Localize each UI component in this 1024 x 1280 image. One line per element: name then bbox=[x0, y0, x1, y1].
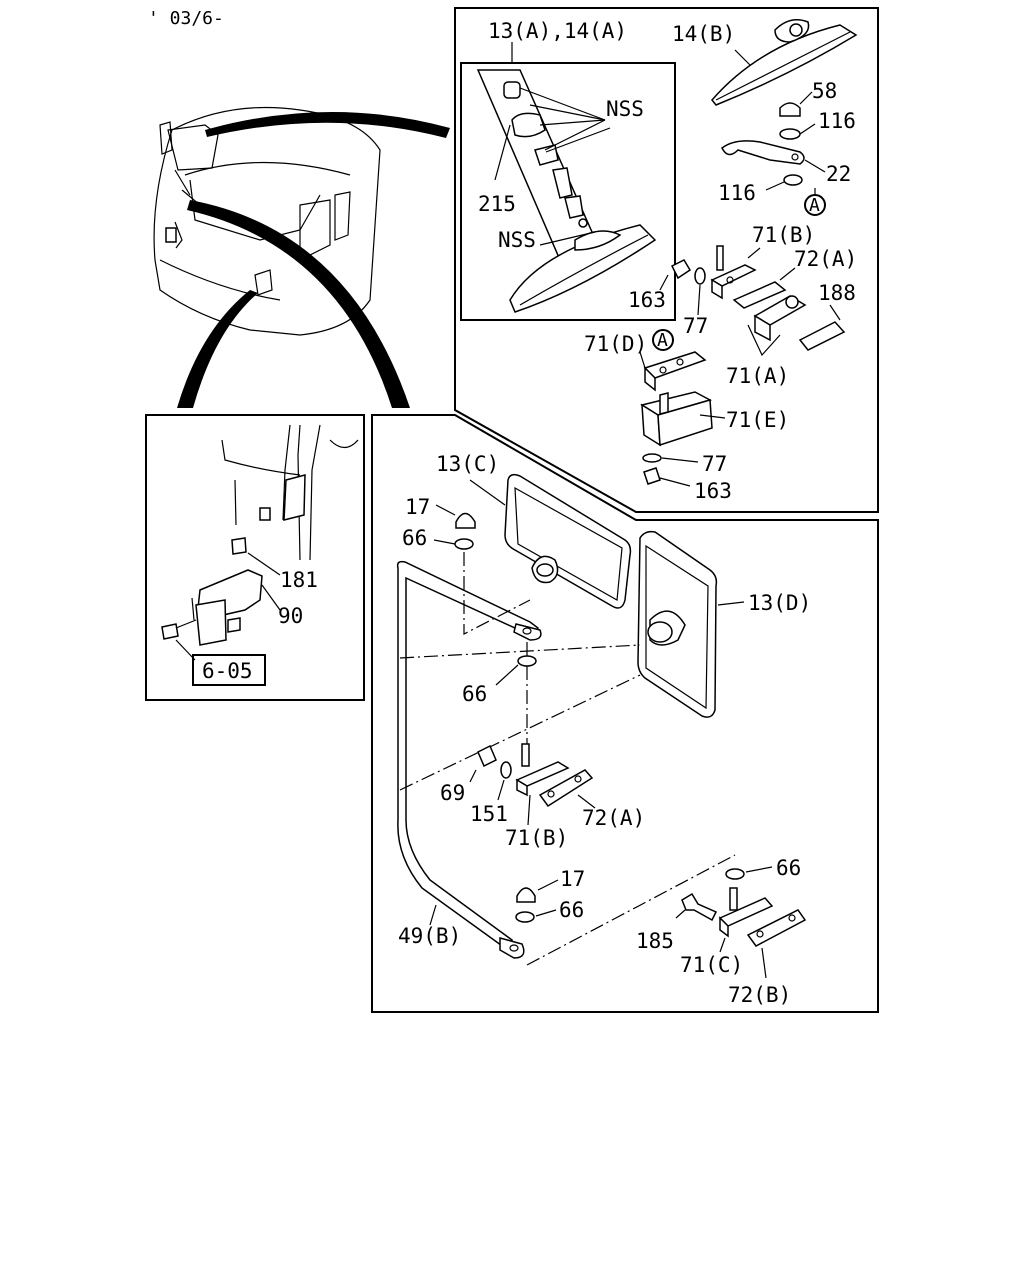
circle-marker-a-2 bbox=[652, 329, 674, 351]
circle-a-2-label: A bbox=[657, 330, 668, 351]
nut-163b bbox=[643, 467, 661, 485]
mirror-head-nss bbox=[476, 69, 657, 313]
callout-14b: 14(B) bbox=[672, 22, 735, 46]
callout-71c: 71(C) bbox=[680, 953, 743, 977]
callout-72b: 72(B) bbox=[728, 983, 791, 1007]
centerline-d bbox=[399, 674, 641, 791]
callout-181: 181 bbox=[280, 568, 318, 592]
callout-71e: 71(E) bbox=[726, 408, 789, 432]
callout-116-top: 116 bbox=[818, 109, 856, 133]
mirror-13d bbox=[637, 530, 718, 718]
callout-71b-lower: 71(B) bbox=[505, 826, 568, 850]
pointer-arc-to-upper bbox=[205, 111, 450, 138]
callout-13a-14a: 13(A),14(A) bbox=[488, 19, 627, 43]
washer-66a bbox=[454, 538, 474, 550]
stay-tube-49b bbox=[396, 560, 539, 950]
callout-66-c: 66 bbox=[559, 898, 584, 922]
callout-22: 22 bbox=[826, 162, 851, 186]
centerline-b bbox=[399, 644, 641, 659]
callout-49b: 49(B) bbox=[398, 924, 461, 948]
centerline-a bbox=[463, 552, 531, 635]
bolt-185 bbox=[681, 892, 718, 922]
callout-17-bottom: 17 bbox=[560, 867, 585, 891]
circle-a-1-label: A bbox=[809, 195, 820, 216]
callout-66-a: 66 bbox=[402, 526, 427, 550]
washer-151 bbox=[500, 761, 512, 779]
callout-66-d: 66 bbox=[776, 856, 801, 880]
callout-90: 90 bbox=[278, 604, 303, 628]
mirror-13c bbox=[504, 473, 632, 609]
nss-subframe bbox=[460, 62, 676, 321]
callout-188: 188 bbox=[818, 281, 856, 305]
plate-72b bbox=[746, 909, 807, 947]
callout-163-bottom: 163 bbox=[694, 479, 732, 503]
pointer-arc-to-lower bbox=[187, 200, 410, 408]
callout-151: 151 bbox=[470, 802, 508, 826]
upper-detail-frame bbox=[454, 7, 879, 513]
date-code: ' 03/6- bbox=[148, 8, 224, 29]
cap-nut-17a bbox=[455, 512, 476, 529]
bracket-71c bbox=[718, 887, 774, 938]
callout-69: 69 bbox=[440, 781, 465, 805]
callout-185: 185 bbox=[636, 929, 674, 953]
lower-detail-frame bbox=[371, 414, 879, 1013]
washer-77b bbox=[642, 453, 662, 463]
washer-66b bbox=[517, 655, 537, 667]
callout-nss-top: NSS bbox=[606, 97, 644, 121]
pointer-arc-to-inset bbox=[177, 290, 258, 408]
ref-box-label[interactable]: 6-05 bbox=[202, 659, 253, 683]
washer-116b bbox=[783, 174, 803, 186]
callout-77-top: 77 bbox=[683, 314, 708, 338]
washer-66d bbox=[725, 868, 745, 880]
callout-72a-upper: 72(A) bbox=[794, 247, 857, 271]
callout-71a: 71(A) bbox=[726, 364, 789, 388]
bracket-71a bbox=[753, 295, 807, 342]
callout-163-top: 163 bbox=[628, 288, 666, 312]
nut-69 bbox=[477, 744, 497, 768]
callout-72a-lower: 72(A) bbox=[582, 806, 645, 830]
callout-71b-upper: 71(B) bbox=[752, 223, 815, 247]
label-188 bbox=[798, 321, 846, 351]
inset-bracket-illustration bbox=[161, 424, 359, 646]
nut-163a bbox=[670, 259, 692, 280]
plate-72a-upper bbox=[732, 281, 787, 309]
washer-77a bbox=[694, 267, 706, 285]
washer-116a bbox=[779, 128, 801, 140]
nut-58 bbox=[779, 102, 801, 117]
callout-17-top: 17 bbox=[405, 495, 430, 519]
bracket-71e bbox=[640, 391, 713, 447]
ref-box-6-05[interactable] bbox=[192, 654, 266, 686]
callout-13d: 13(D) bbox=[748, 591, 811, 615]
cap-nut-17b bbox=[516, 887, 536, 903]
bracket-71b-upper bbox=[710, 245, 757, 300]
plate-72a-lower bbox=[538, 769, 594, 808]
bracket-71d bbox=[643, 351, 707, 392]
stay-22 bbox=[721, 140, 805, 165]
callout-58: 58 bbox=[812, 79, 837, 103]
callout-13c: 13(C) bbox=[436, 452, 499, 476]
callout-215: 215 bbox=[478, 192, 516, 216]
callout-66-b: 66 bbox=[462, 682, 487, 706]
mirror-head-14b bbox=[711, 19, 858, 106]
callout-71d: 71(D) bbox=[584, 332, 647, 356]
callout-77-bottom: 77 bbox=[702, 452, 727, 476]
inset-box-left bbox=[145, 414, 365, 701]
centerline-e bbox=[526, 854, 736, 966]
washer-66c bbox=[515, 911, 535, 923]
callout-116-mid: 116 bbox=[718, 181, 756, 205]
bracket-71b-lower bbox=[515, 743, 570, 797]
callout-nss-bottom: NSS bbox=[498, 228, 536, 252]
